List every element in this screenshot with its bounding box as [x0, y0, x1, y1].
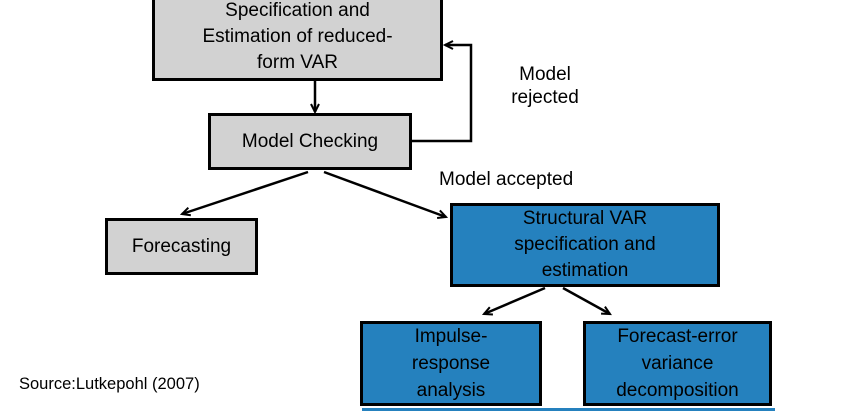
- node-impulse-response-label: Impulse- response analysis: [411, 326, 491, 401]
- node-model-checking: Model Checking: [208, 113, 412, 170]
- node-structural-var: Structural VAR specification and estimat…: [450, 203, 720, 287]
- bottom-blue-strip: [362, 408, 775, 411]
- label-model-accepted: Model accepted: [439, 169, 574, 190]
- node-forecasting: Forecasting: [105, 218, 258, 275]
- node-impulse-response: Impulse- response analysis: [360, 321, 542, 406]
- arrow-structural-to-impulse: [481, 286, 546, 316]
- node-reduced-form-var-label: Specification and Estimation of reduced-…: [202, 0, 393, 73]
- node-forecast-error: Forecast-error variance decomposition: [583, 321, 772, 406]
- node-forecast-error-label: Forecast-error variance decomposition: [616, 326, 739, 401]
- node-reduced-form-var: Specification and Estimation of reduced-…: [152, 0, 443, 81]
- arrow-structural-to-fevd: [562, 286, 612, 316]
- label-model-rejected: Model rejected: [511, 64, 579, 108]
- source-citation: Source:Lutkepohl (2007): [19, 375, 200, 393]
- node-forecasting-label: Forecasting: [131, 235, 232, 257]
- node-model-checking-label: Model Checking: [241, 130, 379, 152]
- node-structural-var-label: Structural VAR specification and estimat…: [514, 208, 656, 281]
- arrow-checking-to-forecasting: [179, 170, 309, 217]
- arrow-checking-to-structural: [323, 170, 449, 219]
